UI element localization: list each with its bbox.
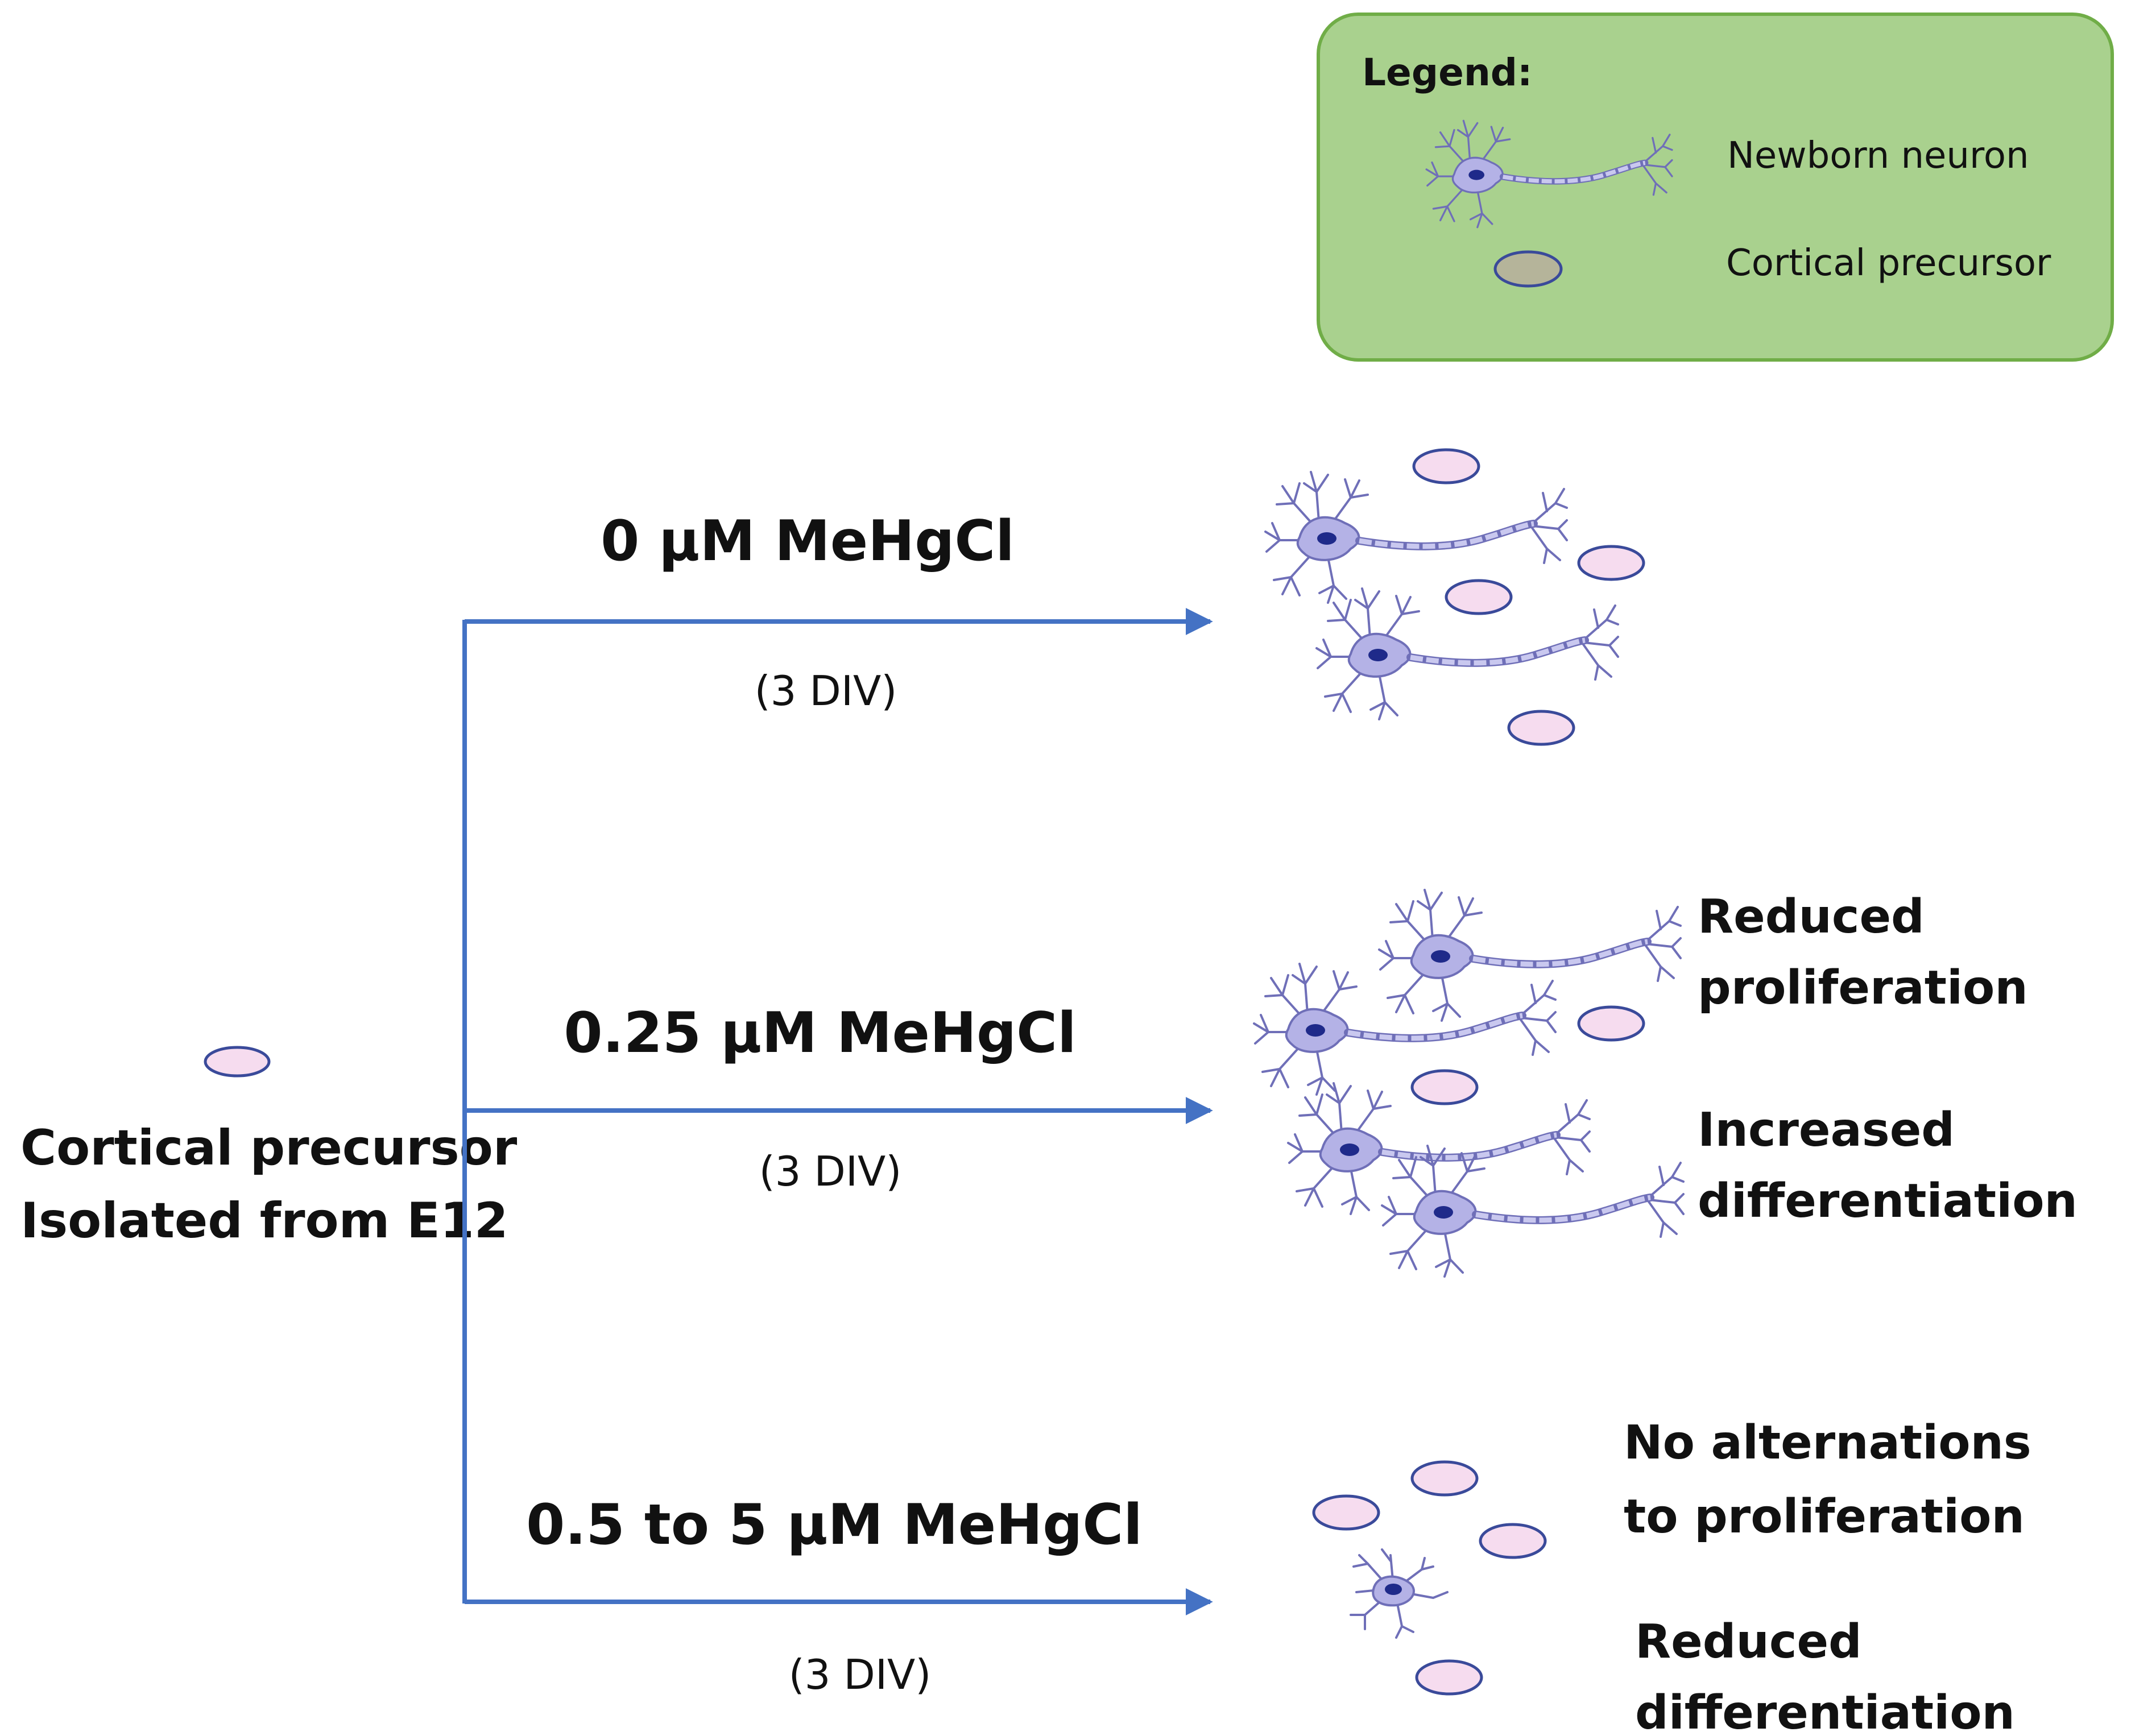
branch-1-outcome-2-line1: Increased (1698, 1103, 1955, 1157)
legend-box: Legend: Newborn neuron Cortical precurso… (1317, 13, 2114, 362)
precursor-cell-icon (1415, 1659, 1483, 1696)
precursor-cell-icon (1410, 1460, 1479, 1497)
precursor-cell-icon (1410, 1069, 1479, 1105)
branch-1-outcome: Reduced proliferation Increased differen… (1698, 890, 2078, 1228)
precursor-cell-icon (1412, 448, 1480, 484)
source-precursor-cell-icon (204, 1046, 271, 1078)
branch-2-outcome: No alternations to proliferation Reduced… (1624, 1416, 2031, 1736)
precursor-cell-icon (1312, 1494, 1380, 1531)
branch-2-outcome-1-line2: to proliferation (1624, 1490, 2025, 1544)
neuron-icon (1265, 472, 1567, 603)
precursor-cell-icon (1577, 1005, 1645, 1042)
precursor-cell-icon (1577, 545, 1645, 581)
precursor-cell-icon (1479, 1523, 1547, 1559)
branch-2-cells (1312, 1460, 1547, 1696)
branch-1-cells (1254, 890, 1683, 1277)
branch-2-outcome-2-line2: differentiation (1635, 1686, 2015, 1736)
branch-0-cells (1265, 448, 1645, 746)
branch-0-condition: 0 μM MeHgCl (601, 509, 1015, 574)
branch-1-outcome-2-line2: differentiation (1698, 1174, 2078, 1228)
neuron-icon (1382, 1146, 1683, 1277)
branch-0-duration: (3 DIV) (755, 667, 897, 715)
branch-1-outcome-1-line2: proliferation (1698, 961, 2028, 1015)
source-label-line1: Cortical precursor (20, 1120, 518, 1176)
branch-2-duration: (3 DIV) (789, 1651, 932, 1698)
branch-1-duration: (3 DIV) (759, 1147, 902, 1195)
branch-2-condition: 0.5 to 5 μM MeHgCl (526, 1493, 1143, 1557)
source-label-line2: Isolated from E12 (20, 1192, 508, 1249)
legend-label-cortical-precursor: Cortical precursor (1726, 242, 2051, 284)
small-neuron-icon (1350, 1548, 1449, 1639)
precursor-cell-icon (1445, 579, 1513, 615)
legend-title: Legend: (1362, 51, 1532, 94)
neuron-icon (1379, 890, 1681, 1021)
legend-label-newborn-neuron: Newborn neuron (1727, 135, 2029, 177)
branch-1-outcome-1-line1: Reduced (1698, 890, 1925, 944)
branch-2-outcome-2-line1: Reduced (1635, 1615, 1862, 1669)
precursor-cell-icon (1507, 710, 1575, 746)
legend-precursor-cell-icon (1493, 250, 1563, 288)
branch-1-condition: 0.25 μM MeHgCl (564, 1001, 1076, 1066)
neuron-icon (1254, 964, 1555, 1095)
branch-2-outcome-1-line1: No alternations (1624, 1416, 2031, 1470)
